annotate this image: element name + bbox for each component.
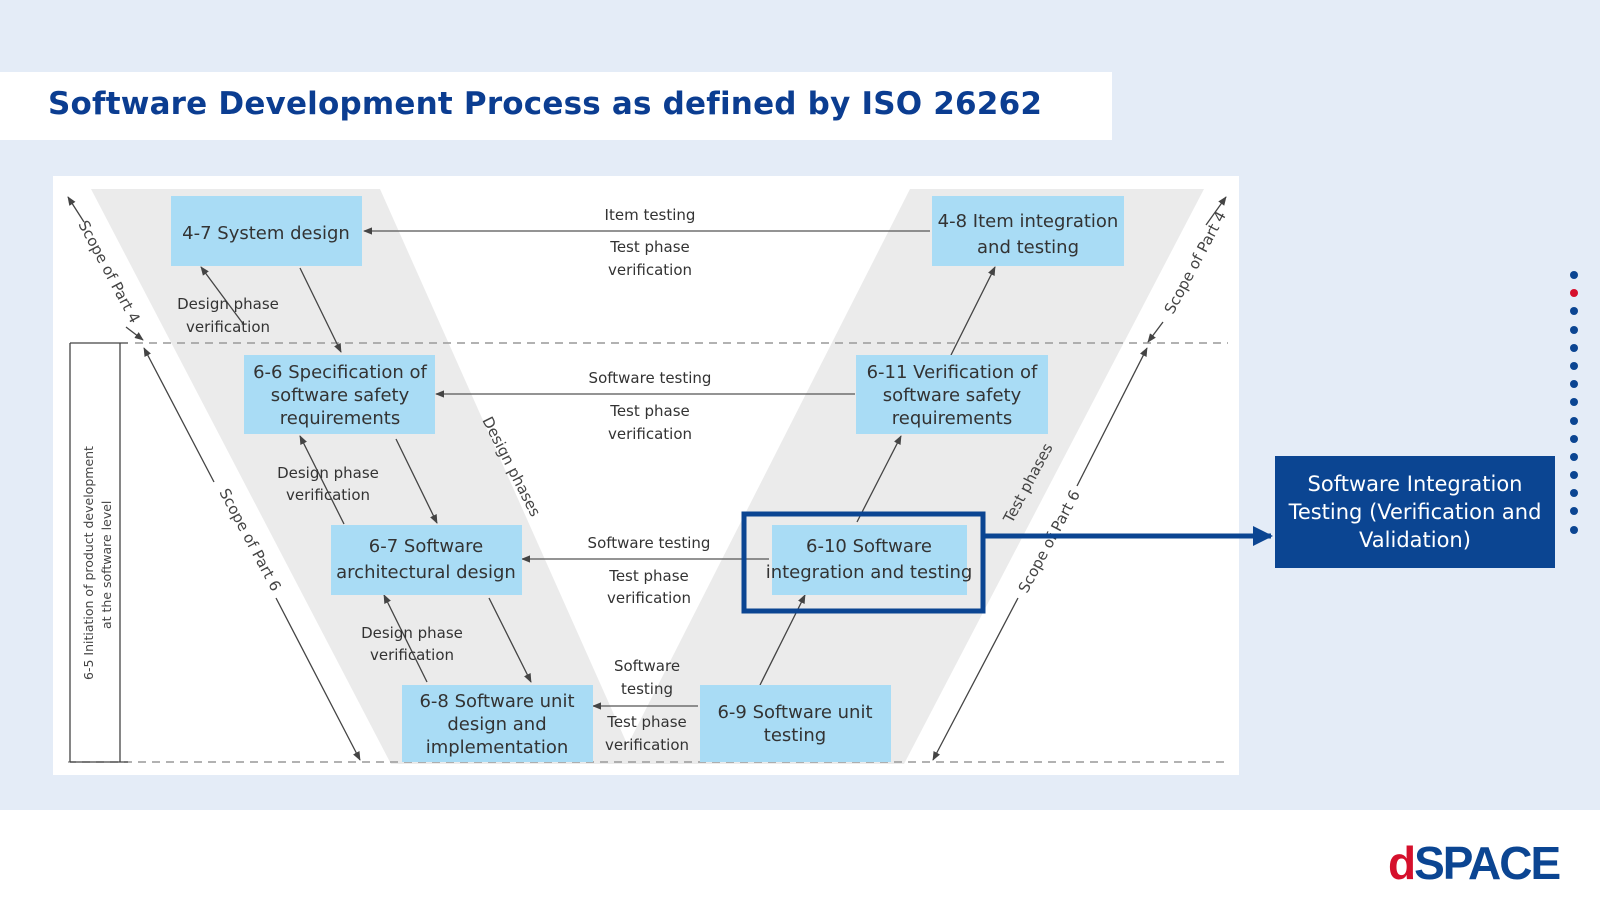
highlight-frame [741, 511, 986, 614]
arrow-integration-up [856, 435, 902, 523]
nav-dot[interactable] [1570, 434, 1578, 443]
label-testing: testing [621, 680, 673, 698]
scope-part4-right-arrow-bottom [1147, 321, 1164, 343]
label-test-phase-4b: verification [605, 736, 689, 754]
scope-part6-left-arrow-top [143, 347, 215, 483]
label-test-phase-2a: Test phase [609, 402, 690, 420]
arrow-verification-up [950, 266, 996, 356]
nav-dot[interactable] [1570, 452, 1578, 461]
arrow-arch-to-unit [488, 597, 532, 683]
dspace-logo: dSPACE [1388, 836, 1561, 890]
callout-text: Software Integration Testing (Verificati… [1288, 472, 1542, 552]
box-unit-design-line1: 6-8 Software unit [419, 691, 574, 712]
box-unit-testing-line1: 6-9 Software unit [717, 702, 872, 723]
logo-space: SPACE [1414, 837, 1561, 889]
box-unit-design-line3: implementation [426, 737, 569, 758]
nav-dot[interactable] [1570, 471, 1578, 480]
scope-part4-right-arrow-top [1205, 196, 1227, 226]
label-test-phase-2b: verification [608, 425, 692, 443]
slide-title: Software Development Process as defined … [48, 86, 1043, 122]
box-verification-safety-req [856, 355, 1048, 434]
arrow-verification-up-3 [383, 594, 428, 683]
nav-dot[interactable] [1570, 398, 1578, 407]
box-unit-design [402, 685, 593, 762]
nav-dot[interactable] [1570, 361, 1578, 370]
nav-dot[interactable] [1570, 325, 1578, 334]
box-integration-testing [772, 525, 967, 595]
label-test-phase-3b: verification [607, 589, 691, 607]
nav-dot[interactable] [1570, 271, 1578, 279]
nav-dot[interactable] [1570, 307, 1578, 316]
arrow-verification-up-2 [299, 435, 345, 525]
initiation-label-line2: at the software level [99, 501, 114, 629]
label-test-phase-1a: Test phase [609, 238, 690, 256]
slide-navigation-dots [1570, 271, 1580, 544]
box-spec-safety-req-line1: 6-6 Specification of [253, 362, 427, 383]
label-design-verification-3a: Design phase [361, 624, 463, 642]
arrow-spec-to-arch [395, 438, 438, 524]
scope-part4-left-arrow-top [67, 196, 85, 223]
label-software: Software [614, 657, 680, 675]
label-test-phase-1b: verification [608, 261, 692, 279]
label-software-testing-1: Software testing [589, 369, 712, 387]
label-design-verification-2a: Design phase [277, 464, 379, 482]
arrow-verification-up-1 [200, 266, 245, 326]
box-unit-design-line2: design and [447, 714, 546, 735]
label-software-testing-2: Software testing [588, 534, 711, 552]
nav-dot[interactable] [1570, 507, 1578, 516]
scope-part4-left-arrow-bottom [125, 326, 144, 341]
box-unit-testing [700, 685, 891, 762]
arrow-design-to-spec [299, 267, 342, 353]
nav-dot[interactable] [1570, 343, 1578, 352]
label-design-verification-2b: verification [286, 486, 370, 504]
box-integration-testing-line2: integration and testing [766, 562, 973, 583]
scope-part6-left-arrow-bottom [275, 597, 361, 761]
label-item-testing: Item testing [605, 206, 696, 224]
title-bar [0, 72, 1112, 140]
box-unit-testing-line2: testing [764, 725, 826, 746]
scope-part6-right-arrow-bottom [932, 597, 1019, 761]
box-architectural-design [331, 525, 522, 595]
box-item-integration-line2: and testing [977, 237, 1079, 258]
initiation-label-line1: 6-5 Initiation of product development [81, 446, 96, 680]
nav-dot[interactable] [1570, 525, 1578, 534]
box-verification-safety-req-line3: requirements [892, 408, 1012, 429]
box-spec-safety-req-line3: requirements [280, 408, 400, 429]
box-system-design-text: 4-7 System design [182, 223, 350, 244]
label-design-verification-3b: verification [370, 646, 454, 664]
nav-dot[interactable] [1570, 489, 1578, 498]
box-system-design [171, 196, 362, 266]
test-phases-band [618, 189, 1204, 764]
scope-part6-right-arrow-top [1076, 347, 1148, 487]
nav-dot[interactable] [1570, 289, 1578, 298]
box-verification-safety-req-line1: 6-11 Verification of [867, 362, 1038, 383]
box-item-integration-line1: 4-8 Item integration [938, 211, 1119, 232]
box-architectural-design-line1: 6-7 Software [369, 536, 483, 557]
box-architectural-design-line2: architectural design [336, 562, 516, 583]
label-design-verification-1b: verification [186, 318, 270, 336]
callout-integration-testing: Software Integration Testing (Verificati… [1275, 456, 1555, 568]
label-test-phase-3a: Test phase [608, 567, 689, 585]
box-spec-safety-req [244, 355, 435, 434]
box-spec-safety-req-line2: software safety [271, 385, 410, 406]
box-integration-testing-line1: 6-10 Software [806, 536, 932, 557]
logo-d: d [1388, 837, 1416, 889]
box-verification-safety-req-line2: software safety [883, 385, 1022, 406]
label-test-phase-4a: Test phase [606, 713, 687, 731]
box-item-integration [932, 196, 1124, 266]
label-design-verification-1a: Design phase [177, 295, 279, 313]
nav-dot[interactable] [1570, 416, 1578, 425]
nav-dot[interactable] [1570, 380, 1578, 389]
